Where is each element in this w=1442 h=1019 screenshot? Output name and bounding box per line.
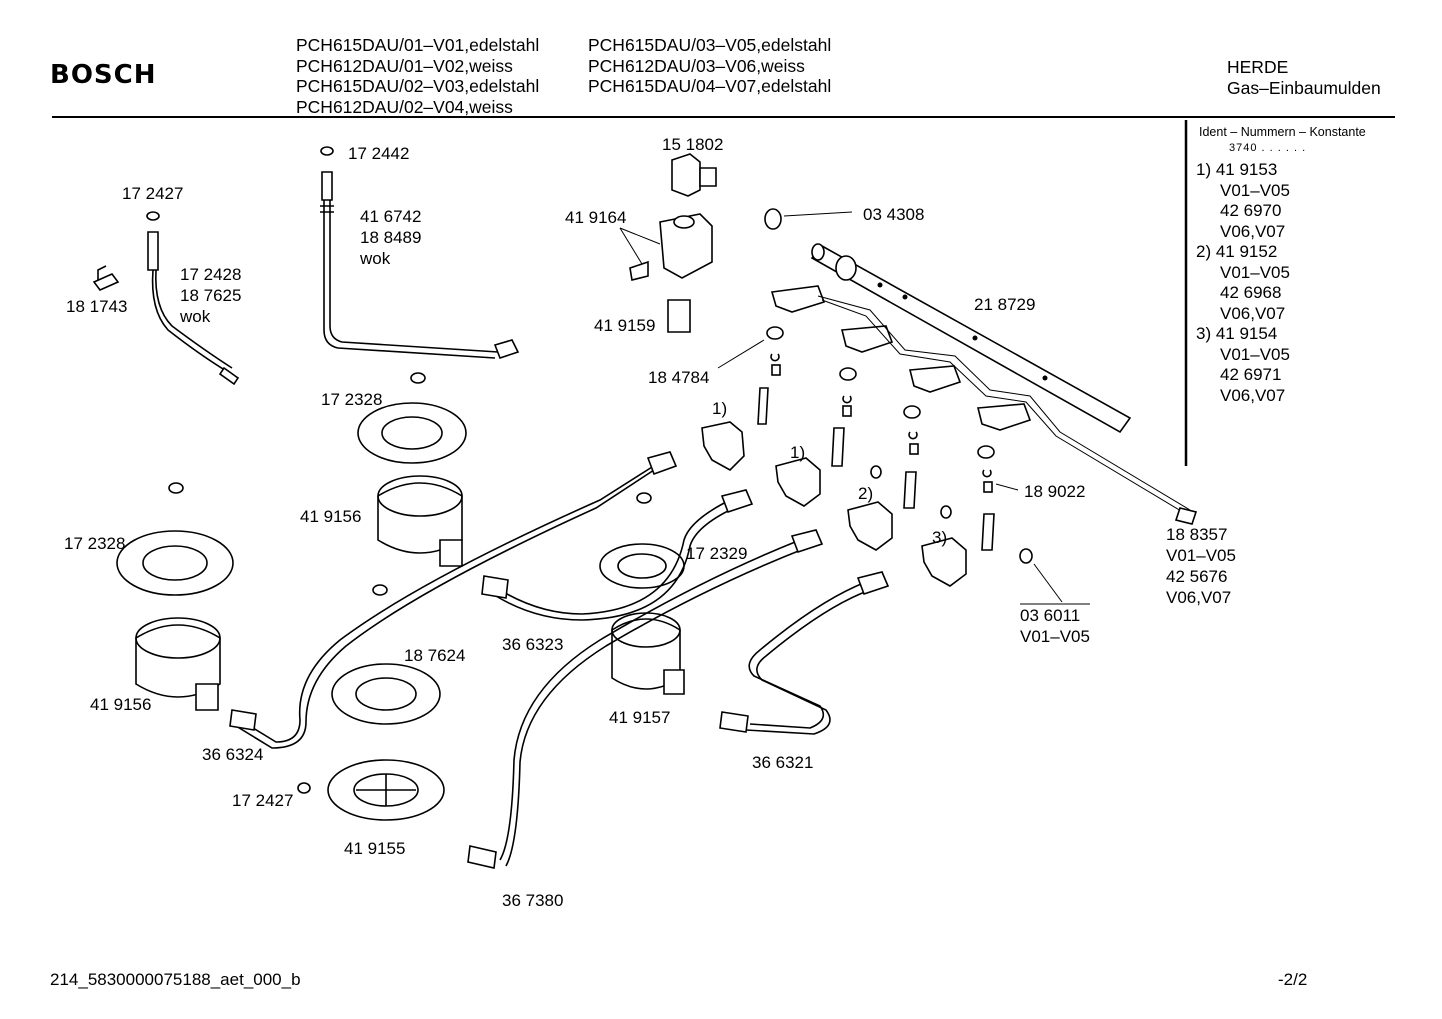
clip-icon bbox=[92, 265, 120, 291]
model-line: PCH615DAU/04–V07,edelstahl bbox=[588, 76, 832, 96]
part-label: 17 2328 bbox=[321, 390, 383, 409]
ident-panel-title: Ident – Nummern – Konstante bbox=[1199, 125, 1366, 139]
ident-line: 1) 41 9153 bbox=[1196, 160, 1278, 179]
screws bbox=[168, 372, 652, 794]
valve-ref-label: 3) bbox=[932, 528, 948, 547]
part-label: V01–V05 bbox=[1020, 627, 1090, 646]
part-label: 36 7380 bbox=[502, 891, 564, 910]
burner-housings bbox=[135, 475, 685, 821]
ident-line: V06,V07 bbox=[1220, 303, 1286, 323]
valve-ref-label: 1) bbox=[712, 399, 728, 418]
distribution-pipe bbox=[810, 243, 1132, 434]
model-line: PCH612DAU/03–V06,weiss bbox=[588, 55, 805, 76]
part-label: 17 2329 bbox=[686, 544, 748, 563]
model-line: PCH612DAU/01–V02,weiss bbox=[296, 55, 513, 76]
part-label: 36 6323 bbox=[502, 635, 564, 654]
ignition-wiring bbox=[770, 285, 1198, 525]
brand-logo: BOSCH bbox=[50, 60, 157, 90]
model-list-column-2: PCH615DAU/03–V05,edelstahl PCH612DAU/03–… bbox=[588, 35, 831, 97]
part-label: 18 4784 bbox=[648, 368, 710, 387]
part-label: 18 8357 bbox=[1166, 525, 1228, 544]
part-label: 03 4308 bbox=[863, 205, 925, 224]
ident-line: V06,V07 bbox=[1220, 221, 1286, 241]
model-line: PCH612DAU/02–V04,weiss bbox=[296, 96, 513, 117]
part-label: 15 1802 bbox=[662, 135, 724, 154]
gas-valves bbox=[701, 387, 1090, 605]
part-label: wok bbox=[360, 249, 391, 268]
part-label: 18 9022 bbox=[1024, 482, 1086, 501]
part-label: 41 6742 bbox=[360, 207, 422, 226]
model-line: PCH615DAU/02–V03,edelstahl bbox=[296, 76, 540, 96]
part-label: 41 9156 bbox=[300, 507, 362, 526]
ignition-plug-wok bbox=[146, 211, 240, 386]
part-label: 41 9156 bbox=[90, 695, 152, 714]
part-label: 18 1743 bbox=[66, 297, 128, 316]
part-label: 17 2428 bbox=[180, 265, 242, 284]
gas-connection-group bbox=[619, 153, 853, 333]
ident-line: 42 6968 bbox=[1220, 283, 1282, 302]
part-label: wok bbox=[180, 307, 211, 326]
ident-line: 3) 41 9154 bbox=[1196, 324, 1278, 343]
document-id: 214_5830000075188_aet_000_b bbox=[50, 970, 301, 989]
part-label: 41 9164 bbox=[565, 208, 627, 227]
part-label: V06,V07 bbox=[1166, 588, 1232, 607]
part-label: 17 2442 bbox=[348, 144, 410, 163]
model-list-column-1: PCH615DAU/01–V01,edelstahl PCH612DAU/01–… bbox=[296, 35, 539, 117]
valve-ref-label: 1) bbox=[790, 443, 806, 462]
category-title: HERDE bbox=[1227, 57, 1289, 77]
page-number: -2/2 bbox=[1278, 970, 1308, 989]
part-label: 17 2328 bbox=[64, 534, 126, 553]
model-line: PCH615DAU/03–V05,edelstahl bbox=[588, 35, 832, 55]
part-label: 18 7624 bbox=[404, 646, 466, 665]
ident-panel-list: 1) 41 9153 V01–V05 42 6970 V06,V07 2) 41… bbox=[1196, 160, 1290, 406]
part-label: 36 6321 bbox=[752, 753, 814, 772]
part-label: 41 9157 bbox=[609, 708, 671, 727]
subcategory-title: Gas–Einbaumulden bbox=[1227, 78, 1381, 98]
part-label: 41 9155 bbox=[344, 839, 406, 858]
ident-line: 42 6970 bbox=[1220, 201, 1282, 220]
part-label: 21 8729 bbox=[974, 295, 1036, 314]
ident-line: 2) 41 9152 bbox=[1196, 242, 1278, 261]
part-label: 42 5676 bbox=[1166, 567, 1228, 586]
heat-shields bbox=[116, 402, 685, 725]
part-label: V01–V05 bbox=[1166, 546, 1236, 565]
part-label: 18 7625 bbox=[180, 286, 242, 305]
ident-line: V01–V05 bbox=[1220, 180, 1290, 200]
part-label: 17 2427 bbox=[122, 184, 184, 203]
ident-line: V01–V05 bbox=[1220, 344, 1290, 364]
gas-pipes bbox=[229, 451, 890, 869]
part-label: 18 8489 bbox=[360, 228, 422, 247]
thermocouple-wok bbox=[320, 146, 520, 360]
nozzles bbox=[717, 326, 1019, 493]
part-label: 36 6324 bbox=[202, 745, 264, 764]
part-label: 03 6011 bbox=[1020, 606, 1081, 625]
ident-line: V01–V05 bbox=[1220, 262, 1290, 282]
ident-line: 42 6971 bbox=[1220, 365, 1282, 384]
valve-ref-label: 2) bbox=[858, 484, 874, 503]
ident-line: V06,V07 bbox=[1220, 385, 1286, 405]
part-label: 17 2427 bbox=[232, 791, 294, 810]
part-label: 41 9159 bbox=[594, 316, 656, 335]
ident-panel-constant: 3740 . . . . . . bbox=[1229, 142, 1307, 154]
model-line: PCH615DAU/01–V01,edelstahl bbox=[296, 35, 540, 55]
